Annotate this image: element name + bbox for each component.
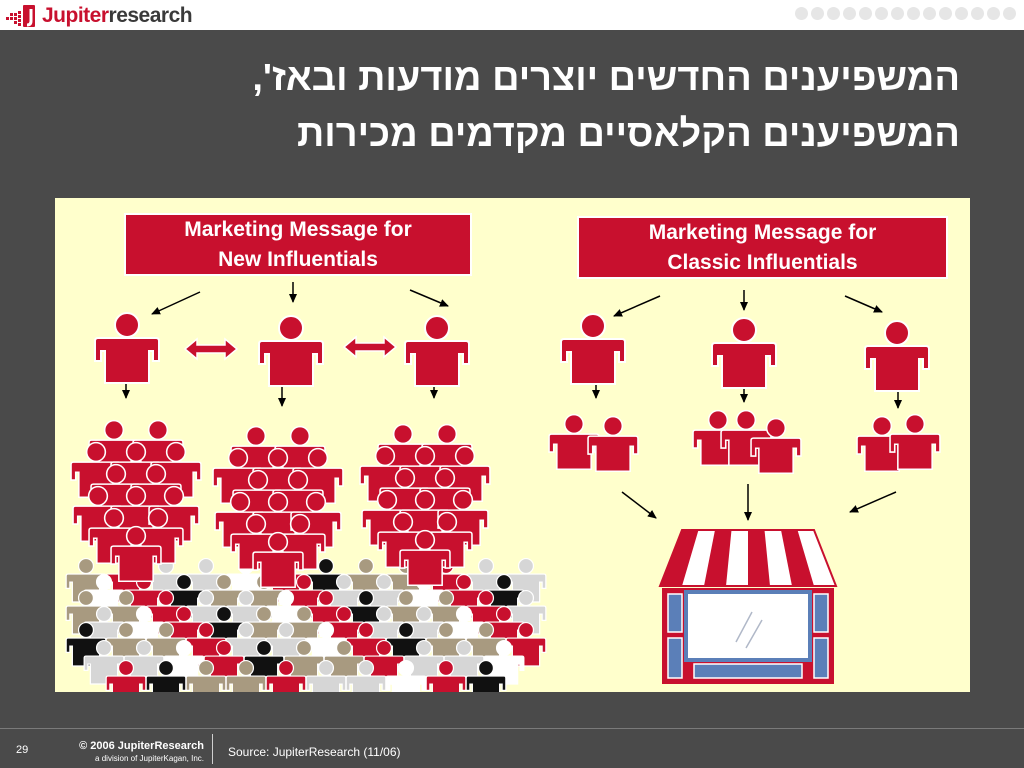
- persons-layer: [70, 312, 941, 589]
- person-icon: [864, 320, 930, 392]
- nav-dot[interactable]: [811, 7, 824, 20]
- nav-dot[interactable]: [875, 7, 888, 20]
- person-icon: [889, 413, 941, 471]
- division-line: a division of JupiterKagan, Inc.: [95, 754, 204, 763]
- awning-stripe: [660, 530, 699, 586]
- nav-dot[interactable]: [859, 7, 872, 20]
- classic-influentials-label-line1: Marketing Message for: [648, 221, 877, 244]
- slide-number: 29: [16, 744, 29, 756]
- slide-title-line2: המשפיענים הקלאסיים מקדמים מכירות: [296, 113, 960, 155]
- copyright: © 2006 JupiterResearch a division of Jup…: [60, 739, 204, 764]
- nav-dot[interactable]: [987, 7, 1000, 20]
- person-icon: [94, 312, 160, 384]
- arrow-icon: [613, 295, 661, 317]
- arrow-icon: [849, 491, 897, 513]
- nav-dot[interactable]: [827, 7, 840, 20]
- copyright-line: © 2006 JupiterResearch: [79, 740, 204, 752]
- person-icon: [711, 317, 777, 389]
- nav-dot[interactable]: [1003, 7, 1016, 20]
- awning-stripe: [781, 530, 814, 586]
- new-influentials-label: Marketing Message for New Influentials: [124, 213, 472, 276]
- classic-influentials-label: Marketing Message for Classic Influentia…: [577, 216, 948, 279]
- person-icon: [587, 415, 639, 473]
- classic-influentials-label-line2: Classic Influentials: [667, 251, 858, 274]
- person-icon: [258, 315, 324, 387]
- nav-dot[interactable]: [971, 7, 984, 20]
- nav-dot[interactable]: [923, 7, 936, 20]
- footer-divider: [0, 728, 1024, 729]
- awning-stripe: [748, 530, 770, 586]
- slide-title: המשפיענים החדשים יוצרים מודעות ובאז', המ…: [40, 50, 960, 162]
- awning-stripe: [704, 530, 732, 586]
- logo-text-accent: Jupiter: [42, 4, 109, 27]
- slide-title-line1: המשפיענים החדשים יוצרים מודעות ובאז',: [252, 57, 960, 99]
- nav-dot[interactable]: [939, 7, 952, 20]
- nav-dot[interactable]: [891, 7, 904, 20]
- logo: Jupiterresearch: [6, 2, 193, 30]
- new-influentials-label-line2: New Influentials: [218, 248, 378, 271]
- nav-dot[interactable]: [907, 7, 920, 20]
- jupiter-logo-icon: [6, 3, 42, 29]
- logo-text: Jupiterresearch: [42, 4, 193, 28]
- nav-dot[interactable]: [843, 7, 856, 20]
- arrow-icon: [409, 289, 449, 307]
- logo-text-main: research: [108, 4, 193, 27]
- arrow-icon: [151, 291, 201, 315]
- person-icon: [404, 315, 470, 387]
- double-arrow-icon: [183, 337, 239, 361]
- awning-stripes: [660, 530, 814, 586]
- nav-dot[interactable]: [795, 7, 808, 20]
- influence-diagram: [65, 282, 941, 692]
- nav-dots: [795, 7, 1016, 20]
- person-icon: [750, 417, 802, 475]
- double-arrow-icon: [342, 335, 398, 359]
- footer-separator: [212, 734, 213, 764]
- new-influentials-label-line1: Marketing Message for: [184, 218, 412, 241]
- arrow-icon: [844, 295, 883, 313]
- arrow-icon: [621, 491, 657, 519]
- nav-dot[interactable]: [955, 7, 968, 20]
- source-note: Source: JupiterResearch (11/06): [228, 745, 401, 759]
- store-icon: [658, 529, 838, 684]
- top-bar: Jupiterresearch: [0, 0, 1024, 30]
- person-icon: [560, 313, 626, 385]
